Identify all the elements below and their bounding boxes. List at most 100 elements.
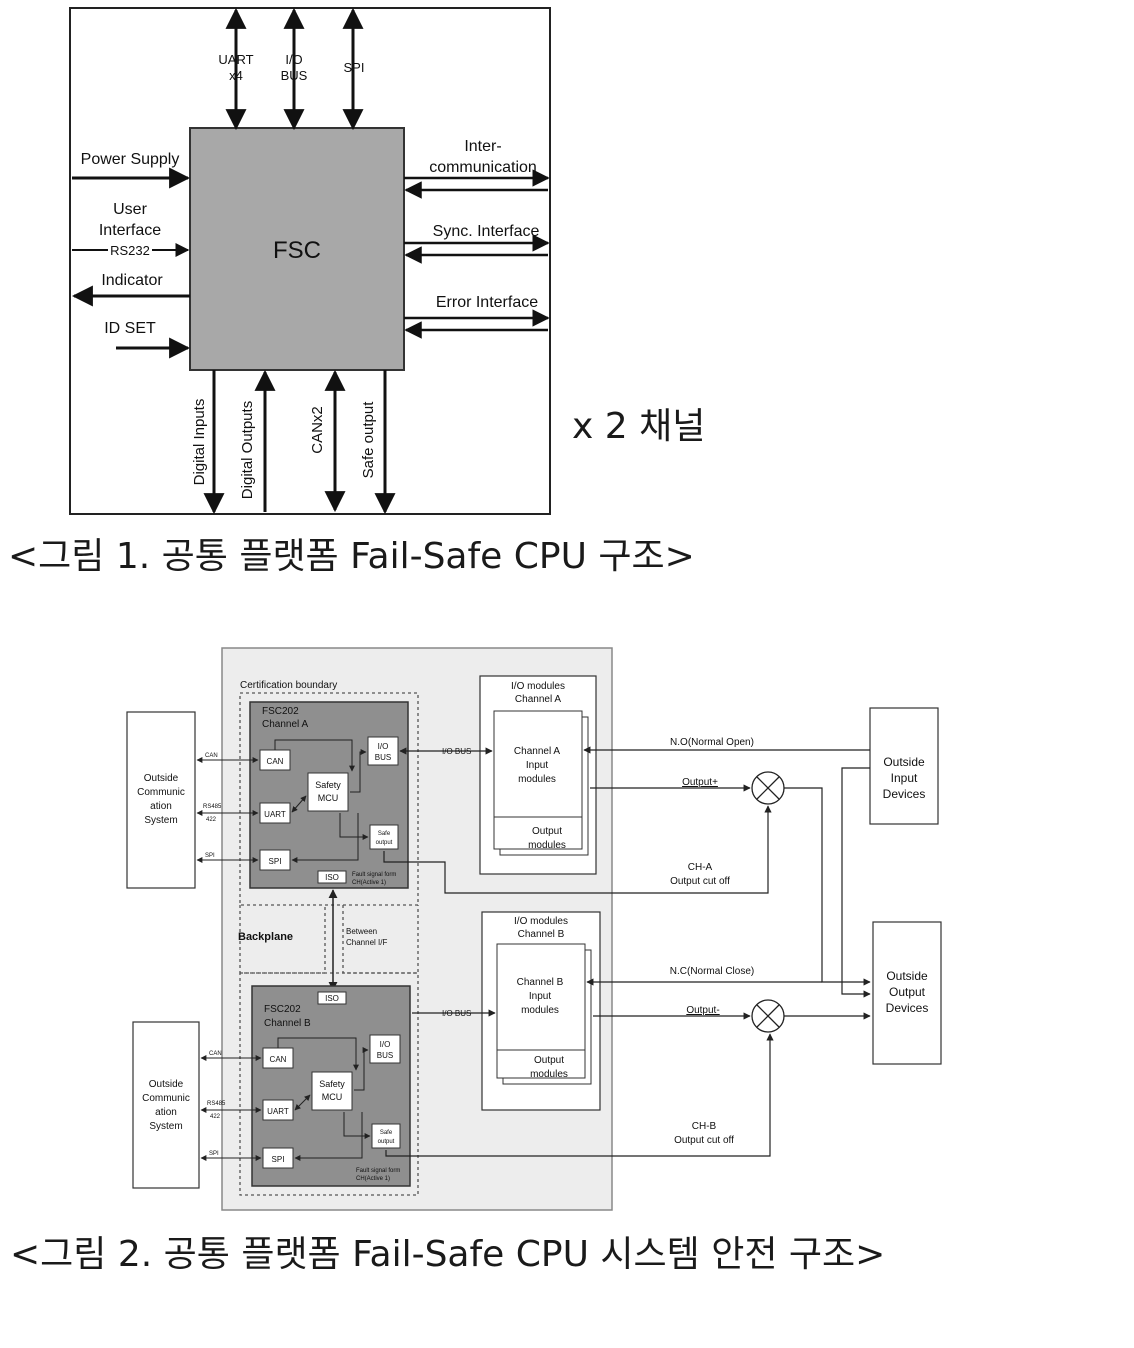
user-label-1: User: [113, 201, 147, 218]
spi-block-b: [262, 1147, 294, 1169]
in-b-label-3: modules: [521, 1005, 559, 1016]
can-block-b-label: CAN: [270, 1055, 287, 1064]
sync-label: Sync. Interface: [433, 223, 540, 240]
output-plus-to-devices: [784, 787, 871, 986]
safe-output-a: [369, 824, 399, 850]
sig-rs-a-2: 422: [206, 817, 217, 823]
fsc-b-label-2: Channel B: [264, 1018, 311, 1029]
mcu-safe-link-a: [339, 813, 369, 840]
outside-output-devices: [872, 921, 942, 1065]
between-label-2: Channel I/F: [346, 938, 387, 947]
fault-a-label-2: CH(Active 1): [352, 880, 386, 886]
oid-label-3: Devices: [883, 787, 926, 801]
power-label: Power Supply: [81, 151, 180, 168]
output-plus-label: Output+: [682, 777, 718, 788]
ocs-b-label-4: System: [149, 1121, 182, 1132]
fsc-a-label-1: FSC202: [262, 706, 299, 717]
out-b-label-2: modules: [530, 1069, 568, 1080]
in-a-label-1: Channel A: [514, 746, 560, 757]
ocs-a-label-4: System: [144, 815, 177, 826]
sig-spi-a: SPI: [205, 853, 215, 859]
safety-mcu-b: [311, 1071, 353, 1111]
normal-open-label: N.O(Normal Open): [670, 737, 754, 748]
fault-b-label-1: Fault signal form: [356, 1168, 400, 1174]
iobus-block-a: [367, 736, 399, 766]
between-label-1: Between: [346, 927, 377, 936]
iobus-a-label-1: I/O: [378, 742, 389, 751]
fig1-frame: [69, 7, 551, 515]
mcu-a-label-1: Safety: [315, 780, 341, 790]
fig2-caption: <그림 2. 공통 플랫폼 Fail-Safe CPU 시스템 안전 구조>: [10, 1234, 885, 1275]
input-modules-b: [496, 943, 586, 1051]
channel-x2-label: x 2 채널: [572, 406, 705, 447]
backplane-dashed-left: [239, 905, 326, 974]
out-a-label-2: modules: [528, 840, 566, 851]
spi-label: SPI: [344, 60, 365, 75]
mcu-safe-link-b: [343, 1112, 371, 1139]
iobus-link-b-label: I/O BUS: [442, 1009, 471, 1018]
safe-label: Safe output: [360, 401, 377, 479]
can-block-a-label: CAN: [267, 757, 284, 766]
uart-block-b: [262, 1099, 294, 1121]
cert-boundary-label: Certification boundary: [240, 680, 337, 691]
cutoff-switch-a-x2: [756, 776, 780, 800]
iso-b-label: ISO: [325, 994, 339, 1003]
io-a-label-1: I/O modules: [511, 681, 565, 692]
fault-b-label-2: CH(Active 1): [356, 1176, 390, 1182]
safe-b-label-1: Safe: [380, 1130, 393, 1136]
spi-block-a: [259, 849, 291, 871]
safe-output-b: [371, 1123, 401, 1149]
input-modules-a: [493, 710, 583, 818]
normal-close-label: N.C(Normal Close): [670, 966, 754, 977]
backplane-label: Backplane: [238, 931, 293, 943]
safe-b-label-2: output: [378, 1139, 395, 1145]
sig-spi-b: SPI: [209, 1151, 219, 1157]
idset-label: ID SET: [104, 320, 156, 337]
uart-label-1: UART: [218, 52, 253, 67]
out-a-label-1: Output: [532, 826, 562, 837]
din-label: Digital Inputs: [191, 399, 208, 486]
io-b-label-2: Channel B: [518, 929, 565, 940]
iobus-a-label-2: BUS: [375, 753, 391, 762]
safe-a-label-1: Safe: [378, 831, 391, 837]
uart-label-2: x4: [229, 68, 243, 83]
in-b-label-2: Input: [529, 991, 551, 1002]
ood-label-1: Outside: [886, 969, 928, 983]
iobus-b-label-1: I/O: [380, 1040, 391, 1049]
indicator-label: Indicator: [101, 272, 163, 289]
io-a-label-2: Channel A: [515, 694, 561, 705]
chb-cutoff-label-2: Output cut off: [674, 1135, 734, 1146]
rs232-label: RS232: [110, 243, 150, 258]
sig-rs-a-1: RS485: [203, 804, 222, 810]
mcu-iobus-link-a: [350, 749, 367, 793]
ocs-b-label-3: ation: [155, 1107, 177, 1118]
safe-a-label-2: output: [376, 840, 393, 846]
cha-cutoff-label-1: CH-A: [688, 862, 713, 873]
io-b-label-1: I/O modules: [514, 916, 568, 927]
uart-block-b-label: UART: [267, 1107, 289, 1116]
ood-label-2: Output: [889, 985, 926, 999]
can-mcu-link-b: [277, 1037, 359, 1071]
input-to-output-devices: [841, 767, 871, 998]
out-b-label-1: Output: [534, 1055, 564, 1066]
output-minus-label: Output-: [686, 1005, 719, 1016]
mcu-b-label-1: Safety: [319, 1079, 345, 1089]
fsc-b-label-1: FSC202: [264, 1004, 301, 1015]
iobus-block-b: [369, 1034, 401, 1064]
iobus-label-2: BUS: [281, 68, 308, 83]
iso-a-label: ISO: [325, 873, 339, 882]
fsc-label: FSC: [273, 237, 321, 264]
cert-boundary-b: [239, 972, 419, 1196]
oid-label-2: Input: [891, 771, 918, 785]
iobus-b-label-2: BUS: [377, 1051, 393, 1060]
ocs-b-label-2: Communic: [142, 1093, 190, 1104]
iobus-label-1: I/O: [285, 52, 302, 67]
can-mcu-link-a: [274, 739, 355, 772]
oid-label-1: Outside: [883, 755, 925, 769]
mcu-iobus-link-b: [354, 1047, 369, 1091]
in-b-label-1: Channel B: [517, 977, 564, 988]
uart-block-a: [259, 802, 291, 824]
inter-label-2: communication: [429, 159, 537, 176]
uart-block-a-label: UART: [264, 810, 286, 819]
cha-cutoff-line: [383, 805, 772, 894]
